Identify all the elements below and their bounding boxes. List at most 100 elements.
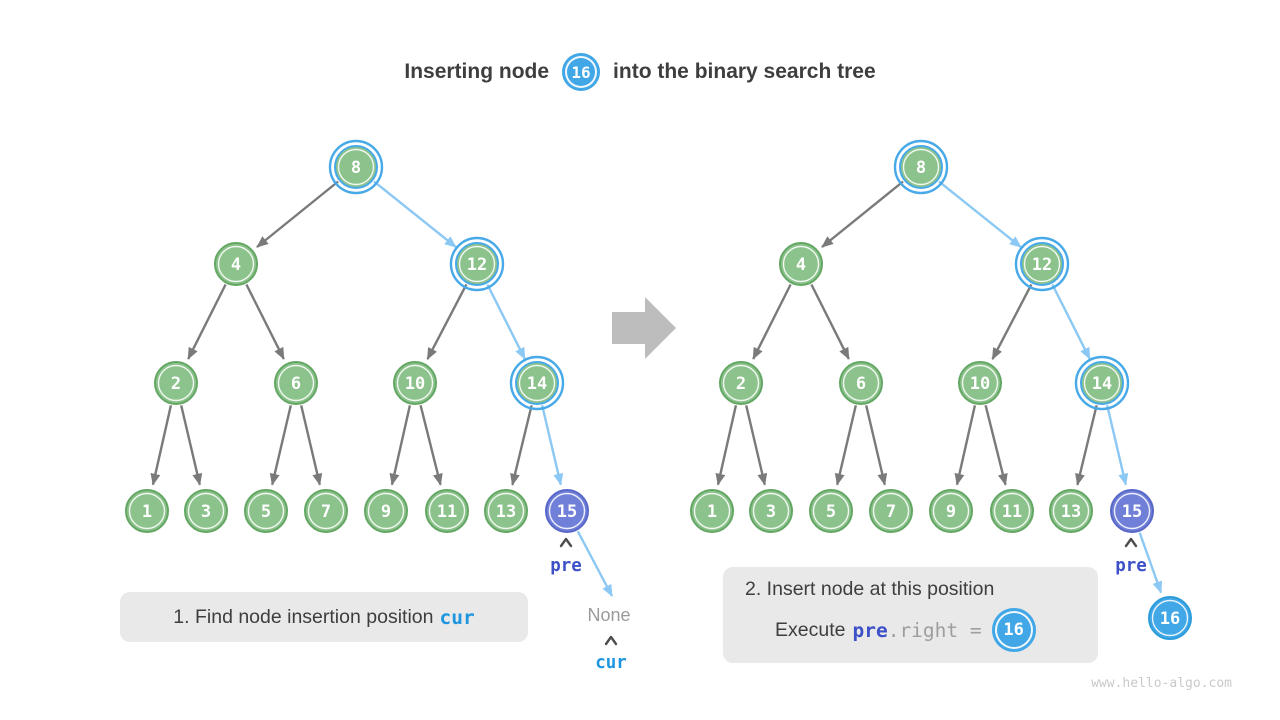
svg-text:13: 13 bbox=[496, 502, 516, 522]
svg-text:11: 11 bbox=[1002, 502, 1022, 522]
label-none: None bbox=[587, 605, 630, 625]
edge-12-14 bbox=[1051, 283, 1091, 360]
svg-text:10: 10 bbox=[970, 374, 990, 394]
caption2-line2: Execute pre .right = 16 bbox=[775, 608, 1098, 652]
edge-15-point bbox=[576, 530, 614, 597]
edge-8-12 bbox=[938, 180, 1022, 249]
caption2-line1: 2. Insert node at this position bbox=[745, 578, 1098, 601]
tree-node-15: 15 bbox=[1110, 489, 1154, 533]
tree-node-8: 8 bbox=[893, 139, 949, 195]
edge-6-7 bbox=[300, 405, 323, 486]
svg-text:16: 16 bbox=[1160, 609, 1180, 629]
label-pre-right: pre bbox=[1115, 556, 1147, 576]
svg-text:15: 15 bbox=[557, 502, 577, 522]
tree-node-2: 2 bbox=[719, 361, 763, 405]
svg-text:4: 4 bbox=[796, 255, 806, 275]
edge-4-2 bbox=[752, 283, 792, 360]
svg-text:2: 2 bbox=[171, 374, 181, 394]
transition-arrow-icon bbox=[612, 297, 676, 359]
svg-text:15: 15 bbox=[1122, 502, 1142, 522]
tree-node-4: 4 bbox=[779, 242, 823, 286]
title-node-value: 16 bbox=[571, 62, 591, 82]
label-pre-left: pre bbox=[550, 556, 582, 576]
tree-node-3: 3 bbox=[749, 489, 793, 533]
edge-2-1 bbox=[150, 405, 173, 486]
svg-text:12: 12 bbox=[467, 255, 487, 275]
edge-2-3 bbox=[745, 405, 768, 486]
tree-node-11: 11 bbox=[990, 489, 1034, 533]
tree-node-4: 4 bbox=[214, 242, 258, 286]
edge-14-15 bbox=[541, 405, 564, 486]
svg-text:7: 7 bbox=[321, 502, 331, 522]
caption-step2: 2. Insert node at this position Execute … bbox=[723, 567, 1098, 663]
edge-4-6 bbox=[245, 283, 285, 360]
tree-node-8: 8 bbox=[328, 139, 384, 195]
tree-node-14: 14 bbox=[509, 355, 565, 411]
svg-text:13: 13 bbox=[1061, 502, 1081, 522]
svg-text:6: 6 bbox=[291, 374, 301, 394]
svg-text:5: 5 bbox=[261, 502, 271, 522]
caption2-execute: Execute bbox=[775, 618, 846, 641]
tree-node-12: 12 bbox=[449, 236, 505, 292]
svg-text:2: 2 bbox=[736, 374, 746, 394]
tree-node-7: 7 bbox=[869, 489, 913, 533]
svg-text:9: 9 bbox=[381, 502, 391, 522]
edge-4-6 bbox=[810, 283, 850, 360]
svg-text:6: 6 bbox=[856, 374, 866, 394]
edge-4-2 bbox=[187, 283, 227, 360]
tree-node-11: 11 bbox=[425, 489, 469, 533]
edge-2-1 bbox=[715, 405, 738, 486]
edge-6-5 bbox=[269, 405, 292, 486]
caption1-code-cur: cur bbox=[439, 605, 475, 629]
tree-node-6: 6 bbox=[274, 361, 318, 405]
caption2-node-value: 16 bbox=[1003, 620, 1024, 640]
edge-8-4 bbox=[256, 180, 339, 248]
edge-10-11 bbox=[984, 405, 1008, 486]
caption1-text: 1. Find node insertion position bbox=[173, 605, 434, 628]
edge-6-7 bbox=[865, 405, 888, 486]
edge-14-15 bbox=[1106, 405, 1129, 486]
caption-step1: 1. Find node insertion position cur bbox=[120, 592, 528, 642]
label-cur: cur bbox=[595, 653, 627, 673]
edge-2-3 bbox=[180, 405, 203, 486]
title-suffix: into the binary search tree bbox=[613, 60, 876, 83]
edge-10-11 bbox=[419, 405, 443, 486]
tree-node-13: 13 bbox=[1049, 489, 1093, 533]
svg-text:8: 8 bbox=[916, 158, 926, 178]
tree-node-13: 13 bbox=[484, 489, 528, 533]
svg-text:5: 5 bbox=[826, 502, 836, 522]
svg-text:14: 14 bbox=[527, 374, 547, 394]
tree-node-1: 1 bbox=[125, 489, 169, 533]
tree-node-12: 12 bbox=[1014, 236, 1070, 292]
edge-8-4 bbox=[821, 180, 904, 248]
edge-14-13 bbox=[1075, 405, 1098, 486]
svg-text:12: 12 bbox=[1032, 255, 1052, 275]
edge-15-16 bbox=[1138, 532, 1163, 594]
svg-text:8: 8 bbox=[351, 158, 361, 178]
edge-6-5 bbox=[834, 405, 857, 486]
edge-12-14 bbox=[486, 283, 526, 360]
svg-text:7: 7 bbox=[886, 502, 896, 522]
caret-icon bbox=[1124, 537, 1138, 548]
edge-10-9 bbox=[954, 405, 977, 486]
tree-node-16: 16 bbox=[1148, 596, 1192, 640]
tree-node-5: 5 bbox=[809, 489, 853, 533]
title-prefix: Inserting node bbox=[404, 60, 550, 83]
caret-icon bbox=[604, 635, 618, 646]
tree-node-9: 9 bbox=[364, 489, 408, 533]
svg-text:1: 1 bbox=[142, 502, 152, 522]
svg-text:3: 3 bbox=[766, 502, 776, 522]
svg-text:11: 11 bbox=[437, 502, 457, 522]
edge-12-10 bbox=[991, 283, 1033, 360]
tree-node-6: 6 bbox=[839, 361, 883, 405]
tree-node-2: 2 bbox=[154, 361, 198, 405]
svg-text:9: 9 bbox=[946, 502, 956, 522]
svg-text:10: 10 bbox=[405, 374, 425, 394]
page-title: Inserting node 16 into the binary search… bbox=[0, 50, 1280, 94]
svg-text:4: 4 bbox=[231, 255, 241, 275]
tree-node-3: 3 bbox=[184, 489, 228, 533]
tree-node-9: 9 bbox=[929, 489, 973, 533]
tree-node-5: 5 bbox=[244, 489, 288, 533]
